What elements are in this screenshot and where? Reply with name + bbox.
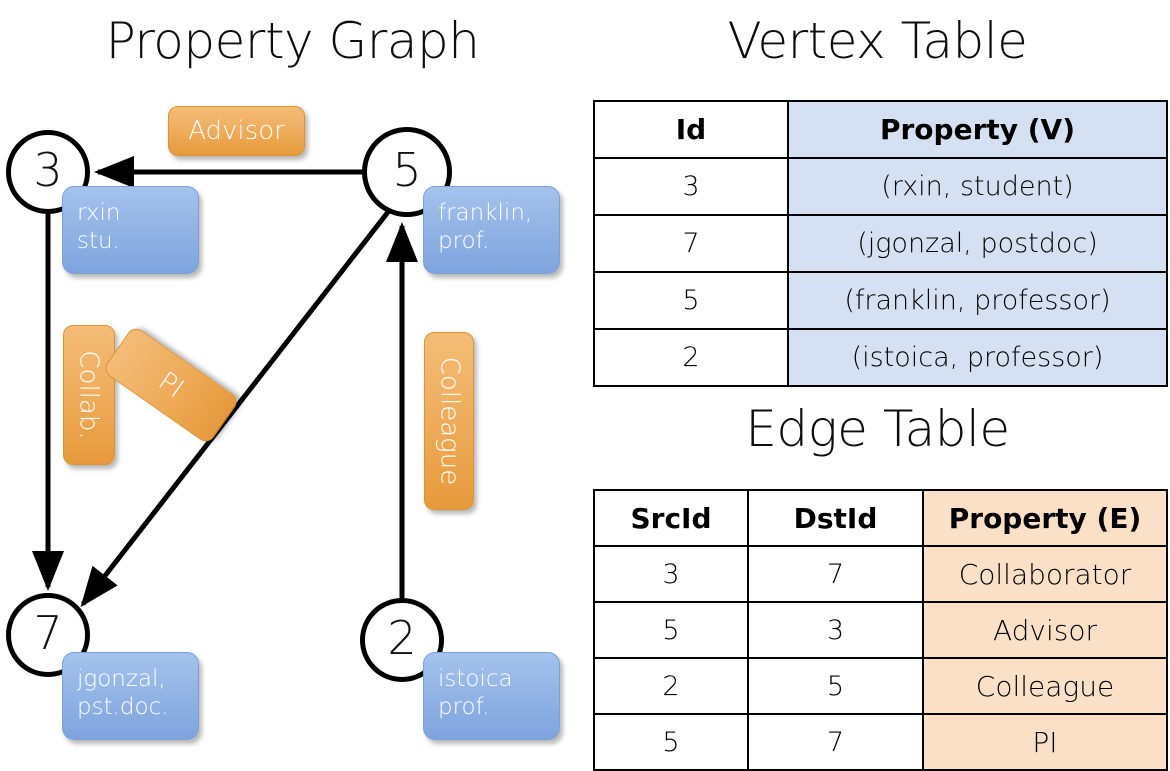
edge-table-cell-dstid: 5 [747,657,924,715]
table-row[interactable]: 2 (istoica, professor) [593,328,1168,387]
edge-label-collab-text: Collab. [74,350,104,440]
edge-table-cell-property: Collaborator [922,545,1168,603]
vertex-table-cell-property: (jgonzal, postdoc) [787,214,1168,273]
page-title-edge-table: Edge Table [745,400,1010,458]
graph-vertex-2-label: 2 [387,611,417,665]
vertex-table-cell-id: 3 [593,157,789,216]
edge-table-header-property: Property (E) [922,489,1168,547]
page-title-property-graph: Property Graph [105,12,480,70]
vertex-table-header-property: Property (V) [787,100,1168,159]
table-row[interactable]: 5 7 PI [593,713,1168,771]
edge-table-cell-srcid: 3 [593,545,749,603]
vertex-property-box-jgonzal: jgonzal, pst.doc. [62,652,199,740]
edge-table: SrcId DstId Property (E) 3 7 Collaborato… [593,489,1168,771]
edge-table-cell-srcid: 5 [593,713,749,771]
vertex-table-cell-property: (rxin, student) [787,157,1168,216]
edge-table-cell-dstid: 7 [747,545,924,603]
edge-label-collab: Collab. [63,325,115,465]
property-graph-diagram: 3 5 7 2 rxin stu. franklin, prof. jgonza… [0,0,585,760]
vertex-property-box-rxin: rxin stu. [62,186,199,274]
edge-table-cell-dstid: 3 [747,601,924,659]
edge-table-cell-srcid: 5 [593,601,749,659]
table-row[interactable]: 5 3 Advisor [593,601,1168,659]
graph-vertex-7-label: 7 [33,606,63,660]
edge-table-header-dstid: DstId [747,489,924,547]
page-title-vertex-table: Vertex Table [727,12,1028,70]
edge-label-advisor: Advisor [168,106,305,156]
vertex-property-box-franklin: franklin, prof. [423,186,560,274]
edge-label-advisor-text: Advisor [188,116,285,146]
vertex-table-cell-id: 7 [593,214,789,273]
table-row[interactable]: 2 5 Colleague [593,657,1168,715]
table-row[interactable]: 7 (jgonzal, postdoc) [593,214,1168,273]
edge-arrow-5-to-7 [80,210,390,608]
table-row[interactable]: 3 (rxin, student) [593,157,1168,216]
vertex-table-header-id: Id [593,100,789,159]
vertex-table: Id Property (V) 3 (rxin, student) 7 (jgo… [593,100,1168,387]
edge-label-colleague: Colleague [424,332,474,510]
edge-label-pi-text: PI [152,366,190,404]
vertex-table-cell-property: (franklin, professor) [787,271,1168,330]
edge-table-cell-property: PI [922,713,1168,771]
edge-table-cell-property: Colleague [922,657,1168,715]
vertex-table-header-row: Id Property (V) [593,100,1168,159]
edge-table-cell-srcid: 2 [593,657,749,715]
graph-vertex-3-label: 3 [33,143,63,197]
edge-table-cell-property: Advisor [922,601,1168,659]
table-row[interactable]: 5 (franklin, professor) [593,271,1168,330]
graph-vertex-2[interactable]: 2 [360,598,444,682]
vertex-table-cell-id: 5 [593,271,789,330]
vertex-property-box-istoica: istoica prof. [423,652,560,740]
graph-edge-arrows [32,156,418,608]
vertex-table-cell-id: 2 [593,328,789,387]
table-row[interactable]: 3 7 Collaborator [593,545,1168,603]
edge-table-cell-dstid: 7 [747,713,924,771]
graph-vertex-5-label: 5 [392,143,422,197]
edge-table-header-row: SrcId DstId Property (E) [593,489,1168,547]
edge-label-colleague-text: Colleague [434,356,465,486]
vertex-table-cell-property: (istoica, professor) [787,328,1168,387]
graph-vertex-5[interactable]: 5 [362,127,452,217]
edge-table-header-srcid: SrcId [593,489,749,547]
